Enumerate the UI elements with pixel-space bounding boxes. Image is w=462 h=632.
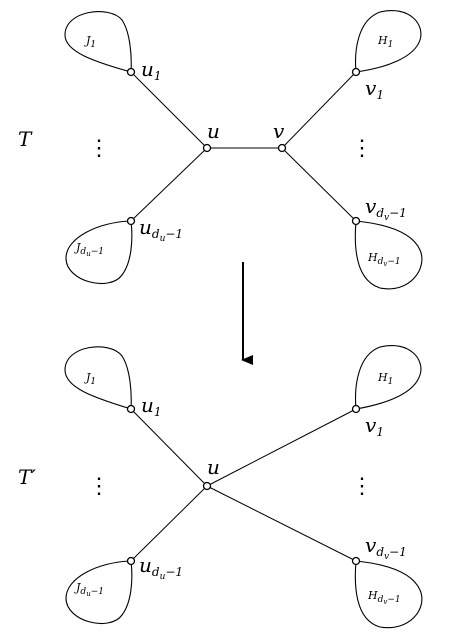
label-Hdv-bottom: Hdv−1 [367, 589, 401, 606]
label-H1-top: H1 [377, 34, 393, 50]
label-v1-bottom: v1 [365, 413, 384, 439]
label-v-top: v [273, 119, 285, 143]
edge-u-udu-top [130, 147, 208, 222]
label-u-bottom: u [207, 455, 220, 479]
loop-Hdv-top [354, 220, 423, 290]
vertical-dots-right-bottom: ⋮ [351, 474, 373, 499]
edge-u-vdv-bottom [206, 485, 357, 562]
node-vdv-top [351, 216, 361, 226]
vertical-dots-left-top: ⋮ [88, 136, 110, 161]
label-u-top: u [207, 119, 220, 143]
label-J1-bottom: J1 [84, 371, 96, 387]
edge-u-u1-top [130, 71, 208, 149]
top-tree: T u v u1 v1 udu−1 vdv−1 J1 H1 Jdu−1 Hdv−… [18, 10, 423, 290]
label-H1-bottom: H1 [377, 371, 393, 387]
label-v1-top: v1 [365, 76, 384, 102]
label-vdv-top: vdv−1 [365, 194, 407, 223]
node-v1-bottom [351, 404, 361, 414]
node-u-top [202, 143, 212, 153]
label-u1-top: u1 [141, 57, 162, 83]
label-Hdv-top: Hdv−1 [367, 251, 401, 268]
node-v-top [277, 143, 287, 153]
node-v1-top [351, 67, 361, 77]
loop-Jdu-bottom [65, 560, 133, 624]
edge-v-vdv-top [281, 147, 357, 222]
label-udu-top: udu−1 [139, 215, 183, 244]
label-vdv-bottom: vdv−1 [365, 533, 407, 562]
node-udu-bottom [126, 556, 136, 566]
vertical-dots-right-top: ⋮ [351, 136, 373, 161]
label-udu-bottom: udu−1 [139, 553, 183, 582]
node-vdv-bottom [351, 556, 361, 566]
tree-label-T-prime: T′ [18, 465, 36, 489]
loop-J1-top [64, 11, 132, 73]
node-u1-bottom [126, 404, 136, 414]
label-u1-bottom: u1 [141, 393, 162, 419]
edge-u-u1-bottom [130, 408, 208, 487]
vertical-dots-left-bottom: ⋮ [88, 474, 110, 499]
node-u1-top [126, 67, 136, 77]
edge-u-v1-bottom [206, 408, 357, 487]
tree-label-T: T [18, 127, 33, 151]
edge-v-v1-top [281, 71, 357, 149]
loop-H1-top [355, 10, 422, 73]
loop-Hdv-bottom [354, 560, 423, 629]
label-J1-top: J1 [84, 34, 96, 50]
loop-H1-bottom [355, 345, 422, 410]
loop-J1-bottom [64, 346, 132, 410]
label-Jdu-top: Jdu−1 [74, 241, 104, 258]
node-udu-top [126, 216, 136, 226]
label-Jdu-bottom: Jdu−1 [74, 581, 104, 598]
loop-Jdu-top [65, 220, 133, 284]
edge-u-udu-bottom [130, 485, 208, 562]
bottom-tree: T′ u u1 v1 udu−1 vdv−1 J1 H1 Jdu−1 Hdv−1… [18, 345, 423, 629]
node-u-bottom [202, 481, 212, 491]
